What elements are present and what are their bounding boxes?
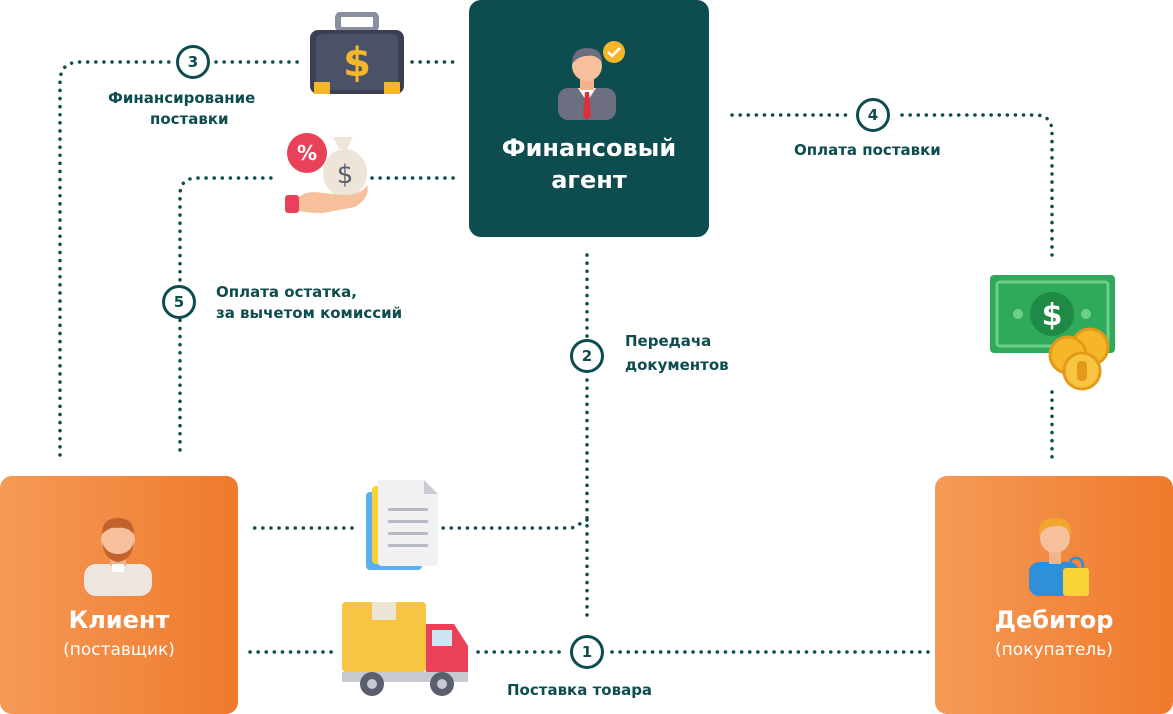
debtor-subtitle: (покупатель) <box>995 640 1113 660</box>
agent-title-line1: Финансовый <box>501 134 677 162</box>
step-3-label-line1: Финансирование <box>108 89 256 107</box>
step-2-label-line2: документов <box>625 356 729 374</box>
step-3-label-line2: поставки <box>150 110 229 128</box>
financial-agent-box: Финансовый агент <box>469 0 709 237</box>
agent-person-icon <box>558 41 625 120</box>
client-person-icon <box>84 518 152 596</box>
client-box: Клиент (поставщик) <box>0 476 238 714</box>
hand-money-bag-icon: % $ <box>285 133 368 213</box>
step-5-label-line1: Оплата остатка, <box>216 283 357 301</box>
step-1-label: Поставка товара <box>507 681 653 699</box>
money-briefcase-icon: $ <box>310 12 404 94</box>
delivery-truck-icon <box>342 602 468 696</box>
step-badge-1: 1 <box>570 635 604 669</box>
banknote-coins-icon: $ <box>990 275 1115 391</box>
debtor-box: Дебитор (покупатель) <box>935 476 1173 714</box>
client-title: Клиент <box>68 606 170 634</box>
documents-icon <box>366 480 438 570</box>
svg-text:%: % <box>297 141 317 165</box>
client-subtitle: (поставщик) <box>63 640 175 660</box>
debtor-person-icon <box>1029 518 1089 596</box>
step-5-label-line2: за вычетом комиссий <box>216 304 403 322</box>
svg-text:$: $ <box>343 40 371 86</box>
svg-text:$: $ <box>1042 298 1063 333</box>
agent-title-line2: агент <box>551 166 627 194</box>
step-badge-3: 3 <box>176 45 210 79</box>
step-badge-4: 4 <box>856 98 890 132</box>
debtor-title: Дебитор <box>994 606 1114 634</box>
step-2-label-line1: Передача <box>625 332 712 350</box>
step-4-label: Оплата поставки <box>794 141 941 159</box>
step-badge-2: 2 <box>570 339 604 373</box>
step-badge-5: 5 <box>162 285 196 319</box>
svg-text:$: $ <box>337 160 354 190</box>
